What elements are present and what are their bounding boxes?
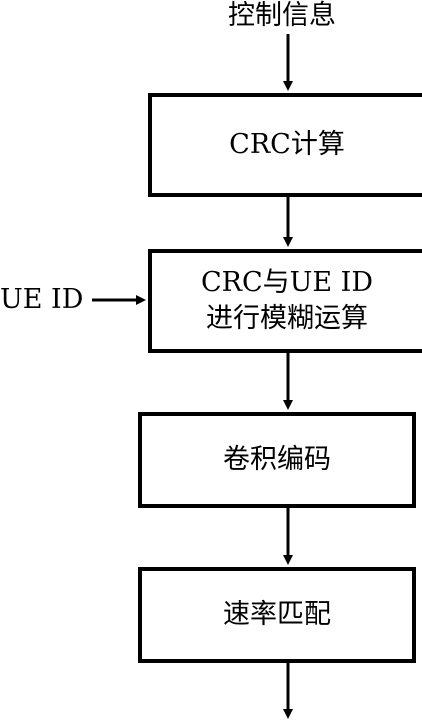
box-crc-ueid-masking-line2: 进行模糊运算: [206, 303, 368, 334]
box-crc-calculation: CRC计算: [148, 93, 422, 197]
input-label-control-info: 控制信息: [228, 0, 336, 31]
box-convolutional-coding-text: 卷积编码: [223, 444, 331, 475]
box-convolutional-coding: 卷积编码: [138, 412, 416, 508]
box-crc-ueid-masking: CRC与UE ID 进行模糊运算: [148, 249, 422, 353]
box-crc-calculation-text: CRC计算: [229, 129, 345, 160]
box-crc-ueid-masking-line1: CRC与UE ID: [200, 267, 373, 298]
box-rate-matching: 速率匹配: [138, 567, 416, 663]
box-rate-matching-text: 速率匹配: [223, 599, 331, 630]
side-input-label-ue-id: UE ID: [0, 284, 84, 315]
